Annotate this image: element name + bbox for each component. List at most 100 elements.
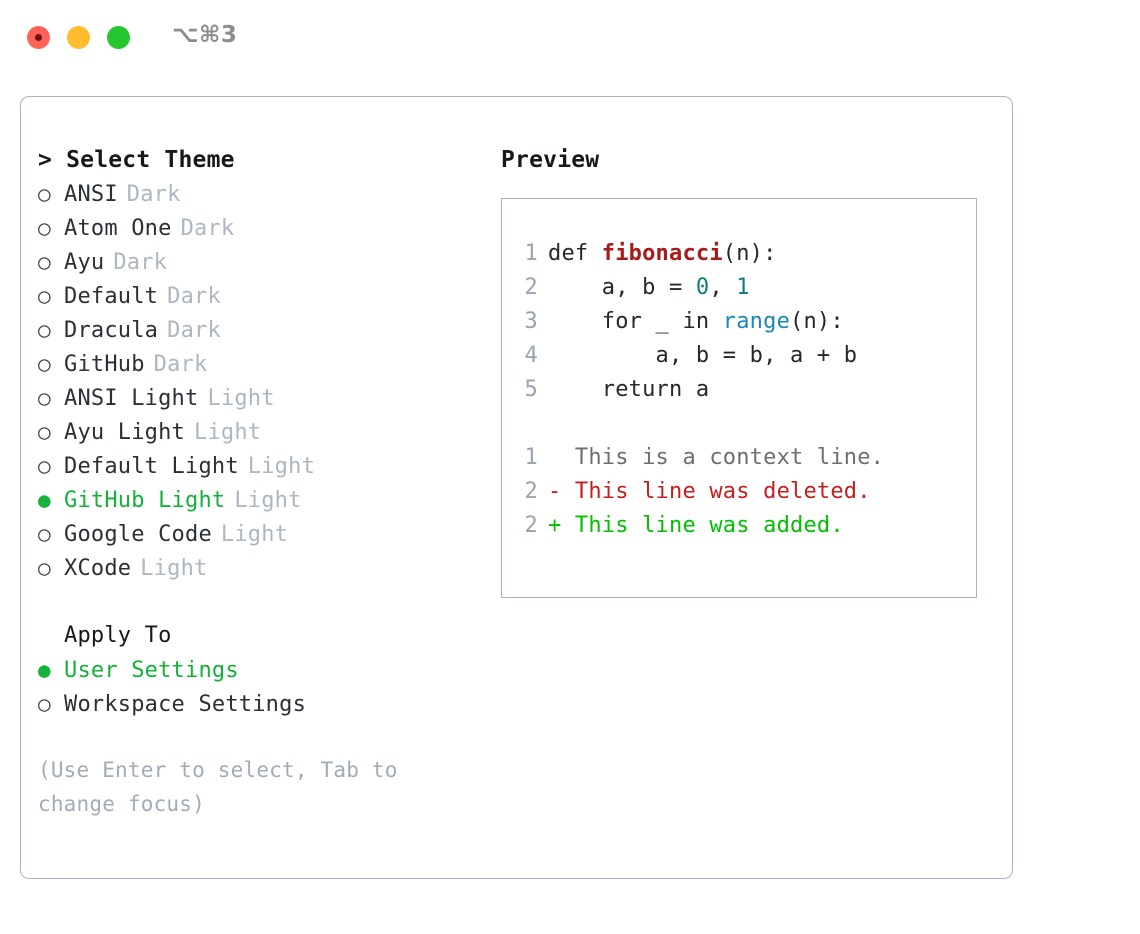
code-line-text: a, b = b, a + b (548, 339, 858, 373)
diff-spacer (502, 407, 976, 441)
diff-line-del: 2 - This line was deleted. (502, 475, 976, 509)
radio-unselected-icon: ○ (38, 182, 51, 206)
theme-option-github-light[interactable]: ● GitHub Light Light (38, 483, 478, 517)
radio-unselected-icon: ○ (38, 318, 51, 342)
theme-option-kind: Dark (113, 250, 168, 275)
radio-unselected-icon: ○ (38, 284, 51, 308)
theme-option-label: Atom One (64, 216, 172, 241)
code-line: 2 a, b = 0, 1 (502, 271, 976, 305)
theme-option-ansi[interactable]: ○ ANSI Dark (38, 177, 478, 211)
diff-line-number: 2 (524, 513, 538, 538)
apply-to-option-user-settings[interactable]: ● User Settings (38, 653, 478, 687)
apply-to-list: ● User Settings ○ Workspace Settings (38, 653, 478, 721)
code-token-fn: fibonacci (601, 241, 723, 266)
minimize-button-icon[interactable] (67, 26, 90, 49)
theme-option-kind: Dark (167, 318, 221, 343)
radio-selected-icon: ● (38, 658, 51, 682)
code-token-plain: a, b = b, a + b (548, 343, 858, 368)
theme-option-default[interactable]: ○ Default Dark (38, 279, 478, 313)
diff-line-number: 1 (524, 445, 538, 470)
apply-to-header: Apply To (64, 623, 172, 648)
radio-unselected-icon: ○ (38, 522, 51, 546)
select-theme-header: > Select Theme (38, 147, 235, 173)
theme-option-kind: Light (194, 420, 262, 445)
code-line: 3 for _ in range(n): (502, 305, 976, 339)
diff-line-text: - This line was deleted. (548, 479, 871, 504)
code-line-number: 3 (524, 309, 538, 334)
theme-option-kind: Dark (153, 352, 208, 377)
diff-line-text: + This line was added. (548, 513, 844, 538)
theme-option-ayu[interactable]: ○ Ayu Dark (38, 245, 478, 279)
code-token-plain: def (548, 241, 602, 266)
radio-unselected-icon: ○ (38, 420, 51, 444)
theme-option-label: ANSI (64, 182, 118, 207)
theme-option-github[interactable]: ○ GitHub Dark (38, 347, 478, 381)
keyboard-hint-text: (Use Enter to select, Tab to change focu… (38, 758, 398, 816)
radio-unselected-icon: ○ (38, 216, 51, 240)
theme-option-label: Ayu (64, 250, 105, 275)
zoom-button-icon[interactable] (107, 26, 130, 49)
diff-preview-block: 1 This is a context line. 2 - This line wa… (502, 441, 976, 543)
code-line-number: 4 (524, 343, 538, 368)
code-token-plain: , (709, 275, 737, 300)
close-button-icon[interactable] (27, 26, 50, 49)
radio-unselected-icon: ○ (38, 386, 51, 410)
preview-title: Preview (501, 147, 600, 173)
window-controls (27, 26, 130, 49)
theme-option-label: Dracula (64, 318, 159, 343)
theme-option-kind: Light (220, 522, 289, 547)
theme-option-dracula[interactable]: ○ Dracula Dark (38, 313, 478, 347)
keyboard-shortcut-label: ⌥⌘3 (172, 22, 238, 48)
code-token-num: 0 (695, 275, 710, 300)
code-token-plain: for _ in (548, 309, 723, 334)
code-token-plain: (n): (722, 241, 777, 266)
diff-line-context: 1 This is a context line. (502, 441, 976, 475)
diff-line-add: 2 + This line was added. (502, 509, 976, 543)
code-token-plain: (n): (790, 309, 844, 334)
code-token-plain: return a (548, 377, 710, 402)
radio-selected-icon: ● (38, 488, 51, 512)
code-line: 4 a, b = b, a + b (502, 339, 976, 373)
theme-option-label: Default (64, 284, 159, 309)
theme-option-kind: Dark (167, 284, 221, 309)
code-line: 5 return a (502, 373, 976, 407)
theme-option-label: Ayu Light (64, 420, 186, 445)
section-spacer (38, 585, 478, 619)
theme-option-label: XCode (64, 556, 132, 581)
diff-line-text: This is a context line. (548, 445, 885, 470)
theme-option-kind: Dark (126, 182, 181, 207)
code-line-number: 1 (524, 241, 538, 266)
theme-option-label: GitHub (64, 352, 145, 377)
theme-option-label: ANSI Light (64, 386, 199, 411)
code-line-text: a, b = 0, 1 (548, 271, 750, 305)
code-line-text: def fibonacci(n): (548, 237, 777, 271)
code-token-plain: a, b = (548, 275, 696, 300)
radio-unselected-icon: ○ (38, 692, 51, 716)
theme-option-label: GitHub Light (64, 488, 226, 513)
theme-option-ayu-light[interactable]: ○ Ayu Light Light (38, 415, 478, 449)
apply-to-option-workspace-settings[interactable]: ○ Workspace Settings (38, 687, 478, 721)
code-line-number: 5 (524, 377, 538, 402)
diff-line-number: 2 (524, 479, 538, 504)
code-token-num: 1 (736, 275, 750, 300)
code-line-text: for _ in range(n): (548, 305, 844, 339)
theme-option-kind: Light (234, 488, 302, 513)
theme-option-label: Default Light (64, 454, 239, 479)
apply-to-option-label: Workspace Settings (64, 692, 307, 717)
theme-option-kind: Light (140, 556, 208, 581)
apply-to-option-label: User Settings (64, 658, 239, 683)
radio-unselected-icon: ○ (38, 250, 51, 274)
title-bar: ⌥⌘3 (0, 0, 1140, 76)
radio-unselected-icon: ○ (38, 352, 51, 376)
